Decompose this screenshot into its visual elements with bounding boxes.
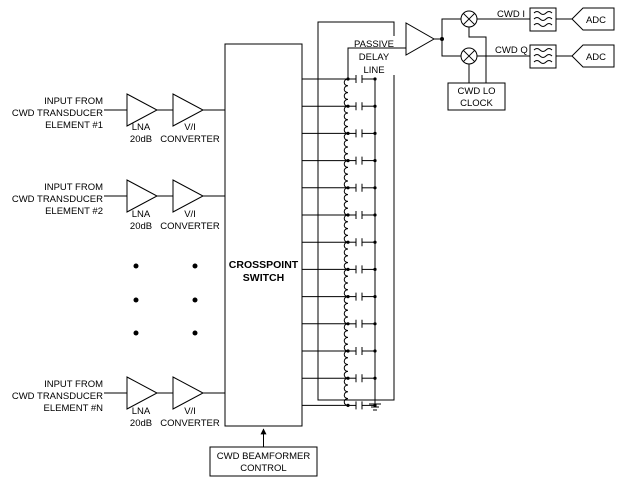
inductor xyxy=(343,268,349,298)
lna-gain-label: 20dB xyxy=(130,221,152,232)
lna-gain-label: 20dB xyxy=(130,418,152,429)
mixer-q xyxy=(460,47,478,65)
converter-label: CONVERTER xyxy=(160,134,220,145)
inductor xyxy=(343,187,349,216)
lo-clock-label-line2: CLOCK xyxy=(460,98,493,109)
adc-label: ADC xyxy=(586,15,606,26)
input-label-line2: CWD TRANSDUCER xyxy=(12,194,103,205)
crosspoint-label-line2: SWITCH xyxy=(243,272,284,284)
input-channel-1: INPUT FROM CWD TRANSDUCER ELEMENT #1 LNA… xyxy=(12,93,225,145)
lna-amplifier-1 xyxy=(126,93,159,127)
vi-converter-n xyxy=(172,376,205,410)
lo-clock-label-line1: CWD LO xyxy=(458,86,496,97)
input-label-line1: INPUT FROM xyxy=(44,96,103,107)
delay-label-line2: DELAY xyxy=(359,52,390,63)
beamformer-label-line2: CONTROL xyxy=(240,463,286,474)
inductor xyxy=(343,296,349,325)
lo-clock-block xyxy=(447,82,506,111)
delay-label-line3: LINE xyxy=(363,65,384,76)
input-label-line3: ELEMENT #1 xyxy=(45,120,103,131)
input-channel-n: INPUT FROM CWD TRANSDUCER ELEMENT #N LNA… xyxy=(12,376,225,429)
inductor xyxy=(343,241,349,270)
lna-amplifier-2 xyxy=(126,179,159,213)
beamformer-label-line1: CWD BEAMFORMER xyxy=(217,451,311,462)
adc-label: ADC xyxy=(586,52,606,63)
channel-i-label: CWD I xyxy=(497,9,525,20)
vi-label: V/I xyxy=(184,406,196,417)
inductor xyxy=(343,350,349,379)
lna-label: LNA xyxy=(132,406,151,417)
inductor xyxy=(343,377,349,406)
inductor xyxy=(343,78,349,107)
delay-label-line1: PASSIVE xyxy=(354,39,394,50)
input-label-line2: CWD TRANSDUCER xyxy=(12,108,103,119)
converter-label: CONVERTER xyxy=(160,418,220,429)
crosspoint-label-line1: CROSSPOINT xyxy=(229,259,299,271)
lowpass-filter-q xyxy=(529,44,557,69)
delay-line-enclosure xyxy=(317,21,395,401)
lna-amplifier-n xyxy=(126,376,159,410)
vi-label: V/I xyxy=(184,209,196,220)
lna-label: LNA xyxy=(132,122,151,133)
inductor xyxy=(343,160,349,189)
input-label-line2: CWD TRANSDUCER xyxy=(12,391,103,402)
adc-q xyxy=(571,44,615,68)
vi-label: V/I xyxy=(184,122,196,133)
beamformer-control-block xyxy=(209,446,318,477)
crosspoint-switch-block xyxy=(224,43,303,427)
adc-i xyxy=(571,7,615,31)
input-label-line3: ELEMENT #N xyxy=(44,403,104,414)
output-amplifier xyxy=(405,22,436,56)
delay-line-taps xyxy=(302,47,394,410)
vi-converter-1 xyxy=(172,93,205,127)
ellipsis-dots xyxy=(133,263,198,336)
channel-q-label: CWD Q xyxy=(495,45,528,56)
vi-converter-2 xyxy=(172,179,205,213)
lna-gain-label: 20dB xyxy=(130,134,152,145)
input-label-line1: INPUT FROM xyxy=(44,379,103,390)
delay-label-background xyxy=(349,36,397,75)
mixer-i xyxy=(460,10,478,28)
inductor xyxy=(343,214,349,243)
delay-output-wire xyxy=(347,47,394,79)
lowpass-filter-i xyxy=(529,7,557,32)
ground-symbol xyxy=(369,384,381,411)
input-label-line3: ELEMENT #2 xyxy=(45,206,103,217)
inductor xyxy=(343,105,349,134)
converter-label: CONVERTER xyxy=(160,221,220,232)
input-label-line1: INPUT FROM xyxy=(44,182,103,193)
inductor xyxy=(343,132,349,162)
lna-label: LNA xyxy=(132,209,151,220)
input-channel-2: INPUT FROM CWD TRANSDUCER ELEMENT #2 LNA… xyxy=(12,179,225,232)
inductor xyxy=(343,323,349,352)
